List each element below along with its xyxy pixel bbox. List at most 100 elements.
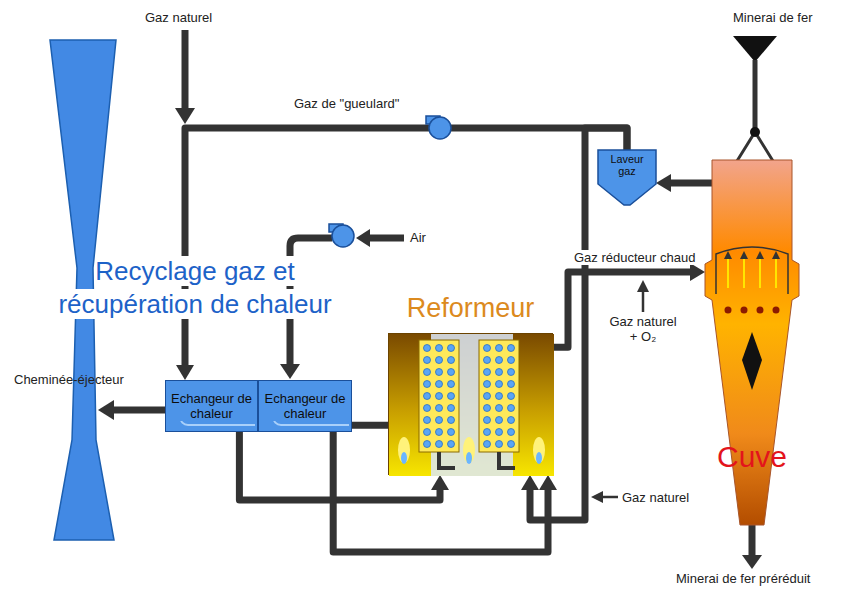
catalyst-dot: [508, 441, 515, 448]
gas-flow-arrow: [775, 258, 777, 288]
tuyere-dot: [757, 307, 764, 314]
catalyst-dot: [508, 417, 515, 424]
input-label: Minerai de fer: [733, 10, 812, 25]
catalyst-dot: [508, 345, 515, 352]
compressor-symbol: [429, 117, 451, 139]
burner-flame: [533, 437, 545, 463]
catalyst-dot: [496, 393, 503, 400]
input-label-box: Gaz naturel + O₂: [607, 314, 679, 344]
catalyst-dot: [436, 417, 443, 424]
tube-outlet: [499, 452, 515, 468]
compressor-symbol: [332, 225, 354, 247]
flow-pipe: [656, 174, 712, 192]
arrow-head: [637, 280, 649, 292]
scrubber-shape: [598, 150, 656, 205]
flow-pipe: [352, 425, 388, 426]
arrow-head: [176, 365, 194, 380]
catalyst-dot: [496, 381, 503, 388]
catalyst-dot: [424, 357, 431, 364]
reformer-casing: [389, 334, 554, 476]
catalyst-dot: [436, 357, 443, 364]
catalyst-tubes: [419, 340, 459, 452]
tuyere-dot: [725, 307, 732, 314]
catalyst-dot: [496, 429, 503, 436]
input-label: Gaz naturel: [145, 10, 212, 25]
gas-flow-arrow: [727, 258, 729, 288]
arrow-head: [724, 251, 732, 259]
catalyst-dot: [496, 369, 503, 376]
arrow-head: [175, 108, 195, 124]
arrow-head: [656, 174, 671, 192]
gas-distributor: [716, 247, 788, 294]
catalyst-dot: [424, 345, 431, 352]
catalyst-dot: [448, 345, 455, 352]
catalyst-dot: [448, 381, 455, 388]
catalyst-dot: [424, 393, 431, 400]
catalyst-dot: [436, 441, 443, 448]
gas-flow-arrow: [759, 258, 761, 288]
reformer-furnace-drawing: [389, 334, 552, 474]
catalyst-dot: [424, 417, 431, 424]
catalyst-dot: [484, 405, 491, 412]
catalyst-dot: [424, 429, 431, 436]
gas-inlet-pointer: [602, 496, 618, 499]
arrow-head: [756, 251, 764, 259]
air-inlet-pipe: [368, 235, 404, 242]
arrow-head: [431, 475, 449, 490]
heat-exchanger: Echangeur de chaleur: [165, 380, 258, 432]
tube-outlet: [439, 452, 455, 468]
catalyst-dot: [436, 429, 443, 436]
pipe-line: [668, 179, 712, 186]
burner-flame: [466, 452, 472, 464]
ore-hopper: [733, 36, 777, 62]
burner-flame: [401, 452, 407, 464]
catalyst-dot: [448, 417, 455, 424]
ore-chute: [753, 60, 758, 132]
catalyst-dot: [448, 357, 455, 364]
gas-flow-arrow: [743, 258, 745, 288]
gas-scrubber: Laveur gaz: [598, 150, 656, 205]
section-title-box: Recyclage gaz et récupération de chaleur: [30, 255, 360, 321]
arrow-head: [280, 364, 300, 379]
catalyst-dot: [496, 357, 503, 364]
catalyst-dot: [484, 369, 491, 376]
stream-label: Gaz réducteur chaud: [572, 250, 697, 265]
catalyst-dot: [424, 381, 431, 388]
arrow-head: [521, 475, 539, 490]
catalyst-dot: [448, 429, 455, 436]
catalyst-dot: [508, 429, 515, 436]
ore-outlet-pipe: [749, 522, 756, 556]
catalyst-dot: [436, 393, 443, 400]
catalyst-dot: [484, 417, 491, 424]
catalyst-dot: [436, 369, 443, 376]
section-title: Recyclage gaz et récupération de chaleur: [58, 256, 331, 319]
output-label: Minerai de fer préréduit: [676, 571, 810, 586]
catalyst-dot: [484, 357, 491, 364]
catalyst-dot: [508, 381, 515, 388]
catalyst-dot: [496, 405, 503, 412]
catalyst-dot: [496, 417, 503, 424]
catalyst-dot: [484, 381, 491, 388]
arrow-head: [356, 229, 370, 247]
catalyst-dot: [508, 357, 515, 364]
input-label-box: Gaz naturel: [145, 10, 212, 25]
catalyst-dot: [448, 393, 455, 400]
arrow-head: [742, 555, 762, 569]
unit-label: Laveur gaz: [598, 150, 656, 177]
catalyst-dot: [508, 393, 515, 400]
gas-inlet-pointer: [642, 292, 645, 312]
heat-exchanger: Echangeur de chaleur: [258, 380, 352, 432]
catalyst-dot: [424, 369, 431, 376]
shaft-furnace: Cuve: [712, 160, 792, 525]
catalyst-dot: [484, 441, 491, 448]
arrow-head: [591, 491, 603, 503]
input-label: Gaz naturel + O₂: [609, 314, 676, 344]
catalyst-dot: [424, 441, 431, 448]
tuyere-dot: [741, 307, 748, 314]
pipe-line: [352, 422, 388, 429]
gas-inlet-pipe: [182, 30, 189, 110]
arrow-head: [772, 251, 780, 259]
catalyst-dot: [448, 405, 455, 412]
arrow-head: [740, 251, 748, 259]
catalyst-dot: [484, 393, 491, 400]
